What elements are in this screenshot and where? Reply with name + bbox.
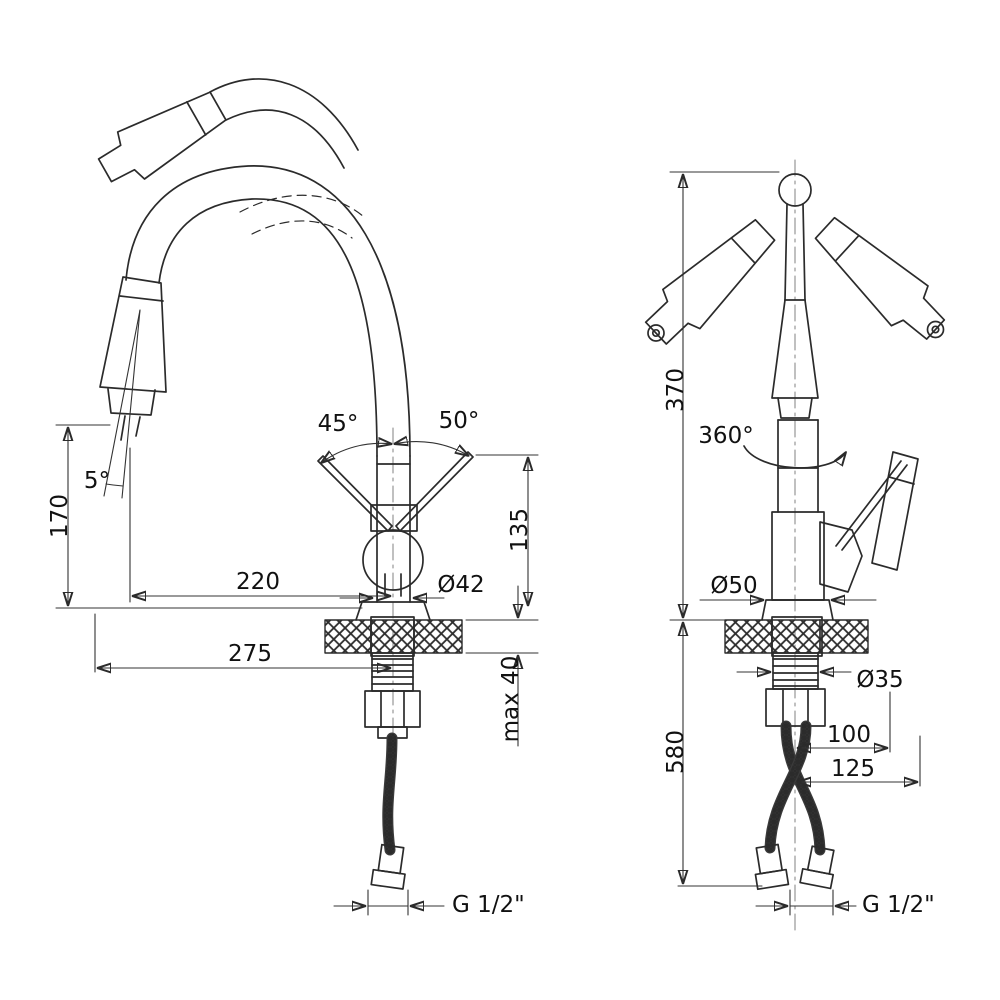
spray-head-side-left [644,218,776,345]
faucet-body-side [761,419,834,621]
countertop-front [324,616,463,657]
label-max-40: max 40 [498,656,524,743]
spout-raised-position [209,78,365,239]
label-angle-5: 5° [84,468,110,494]
head-top-side [778,173,812,207]
label-angle-50: 50° [439,408,480,434]
label-height-135: 135 [507,508,533,552]
spout-front [125,165,411,457]
hose-connector-side-right [799,845,835,890]
label-drop-580: 580 [663,730,689,774]
faucet-body-front [355,455,431,621]
spray-head-docked [99,276,167,441]
head-tilt-construction [103,309,141,499]
front-dimensions [55,424,539,916]
label-height-170: 170 [47,494,73,538]
base-flange-side [761,599,834,621]
label-diameter-50: Ø50 [710,573,757,599]
handle-lever-left [317,455,393,532]
label-thread-side: G 1/2" [862,892,935,918]
label-diameter-35: Ø35 [856,667,903,693]
rotation-arrow [743,445,846,469]
mounting-nut-side [765,688,826,727]
spray-head-side-center [771,203,819,419]
countertop-side [724,616,869,657]
mounting-shank-side [765,652,826,727]
label-height-370: 370 [663,368,689,412]
spray-head-raised [97,91,227,183]
mounting-shank-front [364,652,421,739]
hose-connector-front [370,843,406,890]
label-angle-45: 45° [318,411,359,437]
handle-lever-right [395,451,474,532]
label-reach-220: 220 [236,569,280,595]
hose-connector-side-left [754,843,790,891]
front-labels: 45° 50° 5° 170 220 Ø42 275 135 max 40 G … [47,408,533,918]
handle-grip-side [871,451,919,571]
label-offset-125: 125 [831,756,875,782]
handle-side [819,451,919,593]
label-swivel-360: 360° [698,423,753,449]
side-dimensions [669,171,921,916]
side-view: 370 360° Ø50 Ø35 100 125 580 G 1/2" [644,159,946,933]
supply-hose-front [370,732,406,890]
handle-ball-joint [362,529,424,591]
front-view: 45° 50° 5° 170 220 Ø42 275 135 max 40 G … [47,78,539,918]
label-diameter-42: Ø42 [437,572,484,598]
spray-head-side-right [814,216,946,340]
label-offset-100: 100 [827,722,871,748]
label-thread-front: G 1/2" [452,892,525,918]
label-reach-275: 275 [228,641,272,667]
base-flange-front [355,601,431,621]
side-labels: 370 360° Ø50 Ø35 100 125 580 G 1/2" [663,368,935,918]
